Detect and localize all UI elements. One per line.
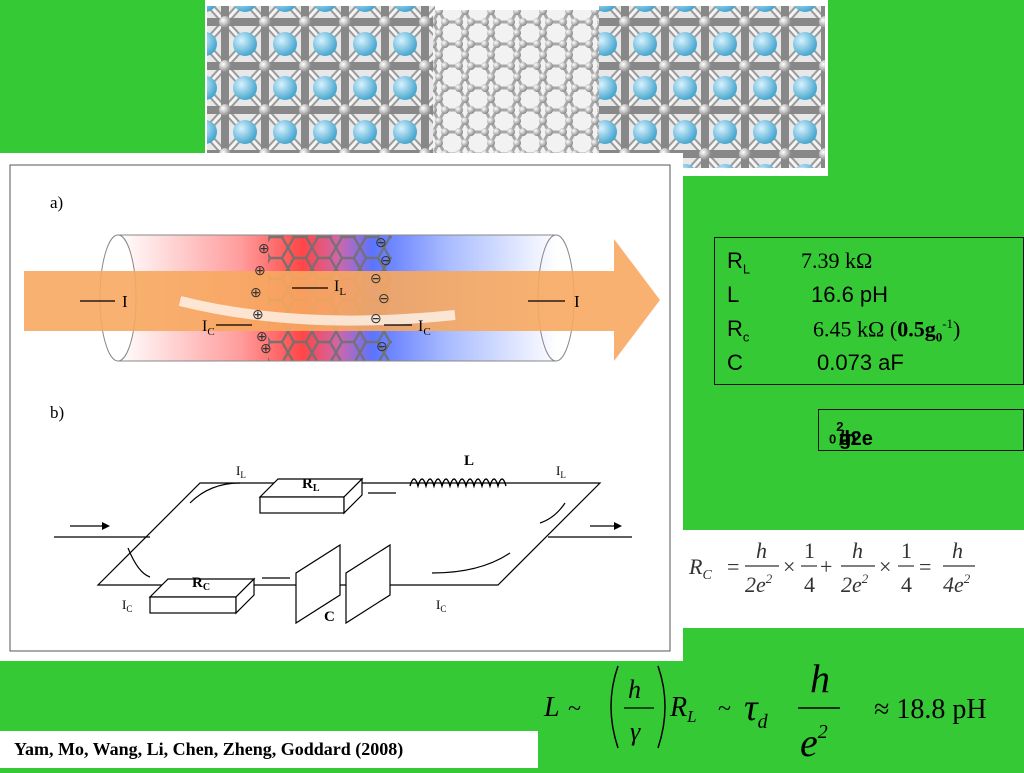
svg-text:×: × — [879, 554, 891, 579]
svg-text:⊕: ⊕ — [258, 242, 270, 257]
panel-a-label: a) — [50, 193, 63, 212]
resistor-RC: RC — [148, 575, 256, 615]
svg-text:~: ~ — [718, 696, 731, 722]
svg-text:×: × — [783, 554, 795, 579]
current-arrow — [24, 239, 660, 361]
l-eq-e2: e2 — [800, 720, 828, 765]
svg-text:4e2: 4e2 — [943, 571, 971, 597]
label-b-IL-left: IL — [236, 463, 246, 480]
rc-lhs: RC — [688, 554, 712, 583]
label-IL: IL — [334, 278, 346, 298]
svg-text:⊕: ⊕ — [250, 286, 262, 301]
left-electrode — [207, 6, 435, 168]
label-C: C — [324, 609, 335, 625]
l-eq-result: ≈ 18.8 pH — [874, 694, 987, 725]
svg-text:⊖: ⊖ — [378, 292, 390, 307]
svg-text:2e2: 2e2 — [745, 571, 773, 597]
inductor-coil — [409, 478, 507, 489]
parameter-table: RL 7.39 kΩ L 16.6 pH Rc 6.45 kΩ (0.5g0-1… — [714, 237, 1024, 385]
svg-text:⊖: ⊖ — [370, 272, 382, 287]
label-RL: RL — [302, 476, 320, 494]
svg-text:L: L — [543, 692, 560, 723]
svg-text:h: h — [852, 538, 863, 563]
inductance-equation: L ~ h γ RL ~ τd h e2 ≈ 18.8 pH — [540, 650, 1024, 768]
circuit-figure: a) ⊕⊕⊕ ⊕⊕⊕ ⊖⊖⊖ ⊖⊖⊖ I I IL IC IC b) — [0, 153, 683, 661]
svg-text:=: = — [919, 554, 931, 579]
resistor-RL: RL — [258, 476, 364, 515]
nanotube-segment — [433, 10, 601, 166]
svg-text:h: h — [952, 538, 963, 563]
svg-text:⊕: ⊕ — [256, 330, 268, 345]
svg-text:⊖: ⊖ — [375, 236, 387, 251]
nanotube-structure-image — [205, 0, 828, 176]
label-I-right: I — [574, 292, 580, 311]
svg-text:γ: γ — [630, 717, 641, 746]
l-eq-tau: τd — [744, 687, 769, 733]
svg-text:+: + — [820, 554, 832, 579]
svg-text:⊕: ⊕ — [254, 264, 266, 279]
svg-text:~: ~ — [568, 696, 581, 722]
svg-text:1: 1 — [901, 538, 912, 563]
label-b-IL-right: IL — [556, 463, 566, 480]
citation-text: Yam, Mo, Wang, Li, Chen, Zheng, Goddard … — [14, 739, 404, 759]
svg-text:h: h — [810, 656, 830, 701]
label-L: L — [464, 453, 474, 469]
rc-equation: RC = h 2e2 × 1 4 + h 2e2 × 1 4 = h 4e2 — [683, 530, 1024, 628]
nanotube-structure-svg — [207, 6, 825, 168]
label-I-left: I — [122, 292, 128, 311]
svg-text:=: = — [727, 554, 739, 579]
label-RC: RC — [192, 575, 210, 593]
svg-text:⊖: ⊖ — [370, 312, 382, 327]
capacitor-C: C — [295, 543, 391, 625]
svg-text:⊖: ⊖ — [376, 340, 388, 355]
svg-text:⊖: ⊖ — [380, 254, 392, 269]
svg-text:4: 4 — [804, 572, 815, 597]
svg-text:h: h — [628, 675, 641, 704]
svg-text:⊕: ⊕ — [252, 308, 264, 323]
svg-text:2e2: 2e2 — [841, 571, 869, 597]
circuit-figure-svg: a) ⊕⊕⊕ ⊕⊕⊕ ⊖⊖⊖ ⊖⊖⊖ I I IL IC IC b) — [9, 164, 671, 652]
l-eq-R: RL — [669, 692, 697, 726]
label-IC-left: IC — [202, 318, 215, 338]
svg-text:h: h — [756, 538, 767, 563]
panel-b-label: b) — [50, 403, 64, 422]
svg-text:⊕: ⊕ — [260, 342, 272, 357]
right-electrode — [599, 6, 825, 168]
label-b-IC-left: IC — [122, 597, 132, 614]
svg-text:4: 4 — [901, 572, 912, 597]
label-b-IC-right: IC — [436, 597, 446, 614]
label-IC-right: IC — [418, 318, 431, 338]
svg-text:1: 1 — [804, 538, 815, 563]
charge-signs: ⊕⊕⊕ ⊕⊕⊕ ⊖⊖⊖ ⊖⊖⊖ — [250, 236, 392, 357]
citation-box: Yam, Mo, Wang, Li, Chen, Zheng, Goddard … — [0, 731, 538, 768]
